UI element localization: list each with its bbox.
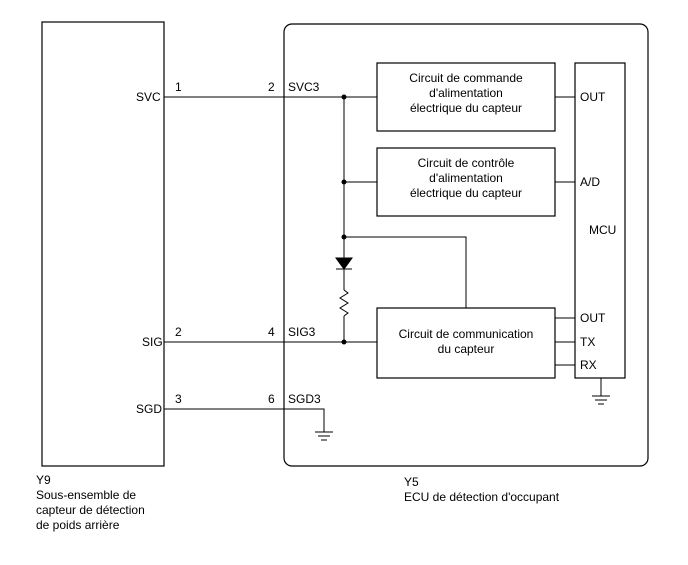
mcu-port-out-1: OUT	[580, 90, 606, 104]
ecu-pin-svc3-label: SVC3	[288, 80, 320, 94]
block-power-command	[376, 62, 556, 132]
diode-icon	[335, 257, 353, 270]
sensor-id: Y9	[36, 473, 51, 487]
sensor-pin-3-number: 3	[175, 392, 182, 406]
junction-dot-sig	[341, 339, 347, 345]
block-communication	[376, 307, 556, 379]
sensor-name-line-2: capteur de détection	[36, 503, 145, 517]
ground-icon-sgd	[315, 431, 333, 441]
ecu-pin-sgd3-label: SGD3	[288, 392, 321, 406]
block-power-command-line-2: d'alimentation	[429, 86, 503, 100]
junction-dot-svc	[341, 94, 347, 100]
ecu-pin-6-number: 6	[268, 392, 275, 406]
block-power-command-line-1: Circuit de commande	[409, 71, 523, 85]
junction-dot-comm	[341, 234, 347, 240]
mcu-label: MCU	[589, 223, 616, 237]
ecu-id: Y5	[404, 475, 419, 489]
sensor-pin-1-number: 1	[175, 80, 182, 94]
block-power-monitor-line-2: d'alimentation	[429, 171, 503, 185]
block-communication-line-1: Circuit de communication	[399, 327, 534, 341]
block-power-monitor-line-3: électrique du capteur	[410, 186, 522, 200]
ecu-pin-4-number: 4	[268, 325, 275, 339]
ground-icon-mcu	[592, 378, 610, 405]
mcu-port-ad: A/D	[580, 175, 600, 189]
ecu-name: ECU de détection d'occupant	[404, 490, 560, 504]
mcu-port-out-2: OUT	[580, 311, 606, 325]
ecu-pin-2-number: 2	[268, 80, 275, 94]
sensor-pin-sig-label: SIG	[142, 335, 163, 349]
junction-dot-monitor	[341, 179, 347, 185]
block-power-command-line-3: électrique du capteur	[410, 101, 522, 115]
sensor-box	[41, 21, 165, 467]
block-power-monitor-line-1: Circuit de contrôle	[418, 156, 515, 170]
resistor-icon	[339, 289, 349, 317]
mcu-port-rx: RX	[580, 358, 597, 372]
ecu-pin-sig3-label: SIG3	[288, 325, 316, 339]
wire-to-comm-top	[344, 236, 467, 308]
block-communication-line-2: du capteur	[438, 342, 495, 356]
sensor-pin-2-number: 2	[175, 325, 182, 339]
sensor-pin-svc-label: SVC	[136, 90, 161, 104]
mcu-port-tx: TX	[580, 335, 595, 349]
sensor-name-line-3: de poids arrière	[36, 518, 120, 532]
mcu-box	[574, 62, 626, 379]
sensor-pin-sgd-label: SGD	[136, 402, 162, 416]
wire-sgd	[164, 408, 325, 432]
sensor-name-line-1: Sous-ensemble de	[36, 488, 136, 502]
